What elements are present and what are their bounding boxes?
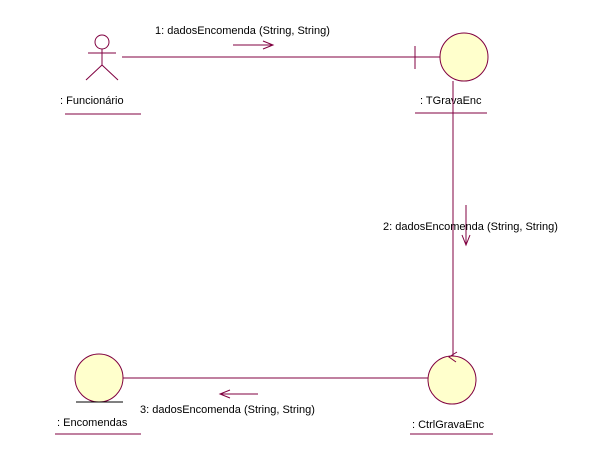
boundary-tgravaenc[interactable]: : TGravaEnc bbox=[414, 32, 489, 114]
message-2-arrow bbox=[461, 205, 471, 247]
actor-label: : Funcionário bbox=[60, 95, 124, 107]
control-arrow-icon bbox=[448, 351, 458, 363]
control-ctrlgravaenc[interactable]: : CtrlGravaEnc bbox=[410, 351, 493, 435]
message-3-arrow bbox=[218, 389, 258, 399]
message-2-label: 2: dadosEncomenda (String, String) bbox=[383, 221, 558, 233]
message-1-arrow bbox=[233, 40, 275, 50]
boundary-label: : TGravaEnc bbox=[420, 95, 482, 107]
message-3-label: 3: dadosEncomenda (String, String) bbox=[140, 404, 315, 416]
entity-encomendas[interactable]: : Encomendas bbox=[55, 353, 141, 435]
actor-head bbox=[94, 34, 110, 50]
control-label: : CtrlGravaEnc bbox=[412, 419, 485, 431]
entity-label: : Encomendas bbox=[57, 417, 128, 429]
actor-funcionario[interactable]: : Funcionário bbox=[60, 34, 141, 115]
message-1-label: 1: dadosEncomenda (String, String) bbox=[155, 25, 330, 37]
